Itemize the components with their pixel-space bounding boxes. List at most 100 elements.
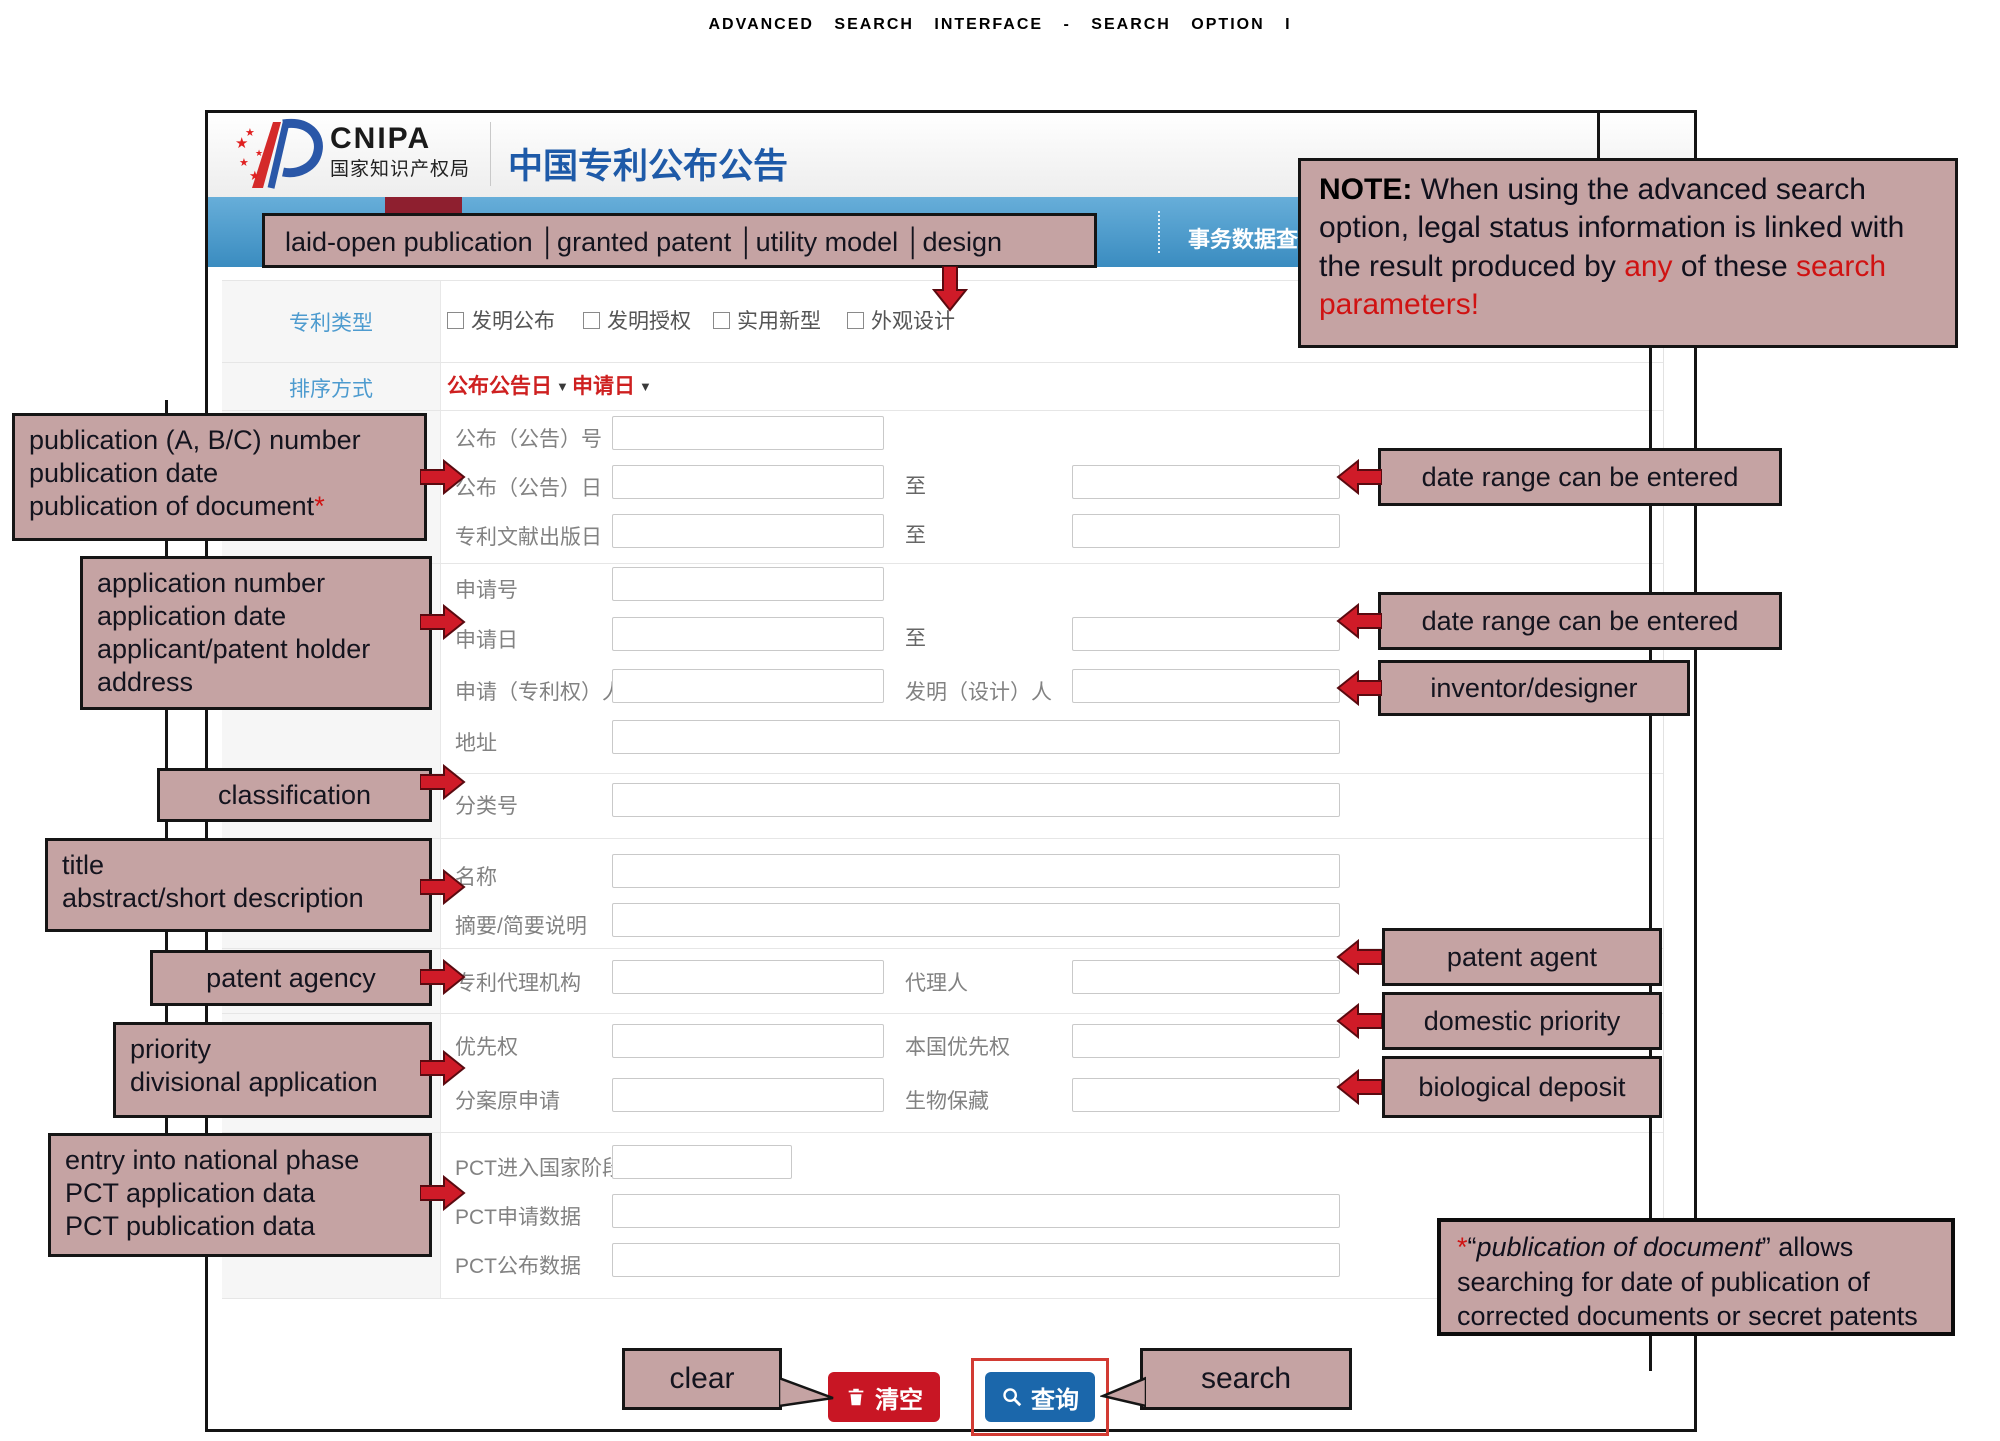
- svg-text:★: ★: [255, 148, 263, 158]
- slide-title: ADVANCED SEARCH INTERFACE - SEARCH OPTIO…: [708, 16, 1292, 33]
- applicant-input[interactable]: [612, 669, 884, 703]
- callout-pct: entry into national phase PCT applicatio…: [48, 1133, 432, 1257]
- right-connector-line: [1649, 346, 1652, 1220]
- checkbox-icon[interactable]: [447, 311, 464, 329]
- callout-tabs: laid-open publication │granted patent │u…: [262, 213, 1097, 268]
- application-date-to-input[interactable]: [1072, 617, 1340, 651]
- checkbox-label: 发明公布: [471, 310, 555, 333]
- callout-priority: priority divisional application: [113, 1022, 432, 1118]
- document-publication-date-to-input[interactable]: [1072, 514, 1340, 548]
- callout-inventor-designer: inventor/designer: [1378, 660, 1690, 716]
- agent-label: 代理人: [905, 972, 968, 995]
- callout-note: NOTE: When using the advanced search opt…: [1298, 158, 1958, 348]
- application-number-input[interactable]: [612, 567, 884, 601]
- callout-date-range-1: date range can be entered: [1378, 448, 1782, 506]
- cnipa-logo-icon: ★ ★ ★ ★ ★: [235, 118, 323, 189]
- callout-application: application number application date appl…: [80, 556, 432, 710]
- left-connector-line: [165, 400, 168, 1245]
- priority-label: 优先权: [455, 1036, 518, 1059]
- callout-title-abstract: title abstract/short description: [45, 838, 432, 932]
- title-input[interactable]: [612, 854, 1340, 888]
- checkbox-icon[interactable]: [713, 311, 730, 329]
- arrow-right-icon: [420, 1050, 466, 1086]
- checkbox-utility-model[interactable]: 实用新型: [713, 305, 821, 335]
- arrow-right-icon: [420, 869, 466, 905]
- range-to-label: 至: [905, 475, 926, 498]
- svg-text:★: ★: [239, 157, 249, 169]
- callout-clear: clear: [622, 1348, 782, 1410]
- range-to-label: 至: [905, 627, 926, 650]
- pct-application-input[interactable]: [612, 1194, 1340, 1228]
- checkbox-design[interactable]: 外观设计: [847, 305, 955, 335]
- page-edge-line: [1663, 280, 1664, 1298]
- agent-input[interactable]: [1072, 960, 1340, 994]
- sort-by-application-date[interactable]: 申请日▼: [572, 375, 652, 398]
- arrow-left-icon: [1336, 1069, 1382, 1105]
- arrow-down-icon: [932, 266, 968, 312]
- publication-date-label: 公布（公告）日: [455, 477, 602, 500]
- arrow-left-icon: [1336, 939, 1382, 975]
- inventor-label: 发明（设计）人: [905, 681, 1052, 704]
- logo-name: CNIPA: [330, 122, 432, 155]
- chevron-down-icon: ▼: [639, 379, 652, 394]
- arrow-right-icon: [420, 1175, 466, 1211]
- clear-button[interactable]: 清空: [828, 1372, 940, 1422]
- classification-label: 分类号: [455, 795, 518, 818]
- arrow-right-icon: [420, 459, 466, 495]
- svg-text:★: ★: [235, 135, 248, 152]
- agency-input[interactable]: [612, 960, 884, 994]
- publication-date-to-input[interactable]: [1072, 465, 1340, 499]
- checkbox-icon[interactable]: [847, 311, 864, 329]
- search-pointer: [1100, 1376, 1146, 1408]
- checkbox-label: 实用新型: [737, 310, 821, 333]
- header-divider: [490, 122, 491, 186]
- divisional-input[interactable]: [612, 1078, 884, 1112]
- arrow-left-icon: [1336, 603, 1382, 639]
- application-date-from-input[interactable]: [612, 617, 884, 651]
- callout-classification: classification: [157, 768, 432, 822]
- callout-footnote: *“publication of document” allows search…: [1437, 1218, 1955, 1336]
- address-input[interactable]: [612, 720, 1340, 754]
- nav-separator: [1158, 211, 1160, 253]
- pct-publication-input[interactable]: [612, 1243, 1340, 1277]
- publication-date-from-input[interactable]: [612, 465, 884, 499]
- pct-national-phase-input[interactable]: [612, 1145, 792, 1179]
- right-connector-line-lower: [1649, 1333, 1652, 1371]
- inventor-input[interactable]: [1072, 669, 1340, 703]
- domestic-priority-input[interactable]: [1072, 1024, 1340, 1058]
- address-label: 地址: [455, 732, 497, 755]
- checkbox-label: 发明授权: [607, 310, 691, 333]
- callout-biological-deposit: biological deposit: [1382, 1056, 1662, 1118]
- arrow-left-icon: [1336, 1003, 1382, 1039]
- abstract-label: 摘要/简要说明: [455, 915, 587, 938]
- publication-number-label: 公布（公告）号: [455, 428, 602, 451]
- arrow-right-icon: [420, 959, 466, 995]
- callout-date-range-2: date range can be entered: [1378, 592, 1782, 650]
- checkbox-invention-publication[interactable]: 发明公布: [447, 305, 555, 335]
- clear-pointer: [779, 1376, 834, 1408]
- bio-deposit-input[interactable]: [1072, 1078, 1340, 1112]
- publication-number-input[interactable]: [612, 416, 884, 450]
- classification-input[interactable]: [612, 783, 1340, 817]
- document-publication-date-label: 专利文献出版日: [455, 526, 602, 549]
- abstract-input[interactable]: [612, 903, 1340, 937]
- arrow-left-icon: [1336, 670, 1382, 706]
- document-publication-date-from-input[interactable]: [612, 514, 884, 548]
- svg-text:★: ★: [249, 168, 261, 183]
- checkbox-invention-grant[interactable]: 发明授权: [583, 305, 691, 335]
- active-tab[interactable]: [385, 197, 462, 213]
- patent-type-label: 专利类型: [289, 312, 373, 335]
- application-number-label: 申请号: [455, 579, 518, 602]
- search-icon: [1003, 1388, 1022, 1407]
- checkbox-icon[interactable]: [583, 311, 600, 329]
- arrow-left-icon: [1336, 459, 1382, 495]
- callout-search: search: [1140, 1348, 1352, 1410]
- search-button[interactable]: 查询: [985, 1372, 1095, 1422]
- domestic-priority-label: 本国优先权: [905, 1036, 1010, 1059]
- bio-deposit-label: 生物保藏: [905, 1090, 989, 1113]
- chevron-down-icon: ▼: [556, 379, 569, 394]
- priority-input[interactable]: [612, 1024, 884, 1058]
- checkbox-label: 外观设计: [871, 310, 955, 333]
- sort-by-publication-date[interactable]: 公布公告日▼: [447, 375, 569, 398]
